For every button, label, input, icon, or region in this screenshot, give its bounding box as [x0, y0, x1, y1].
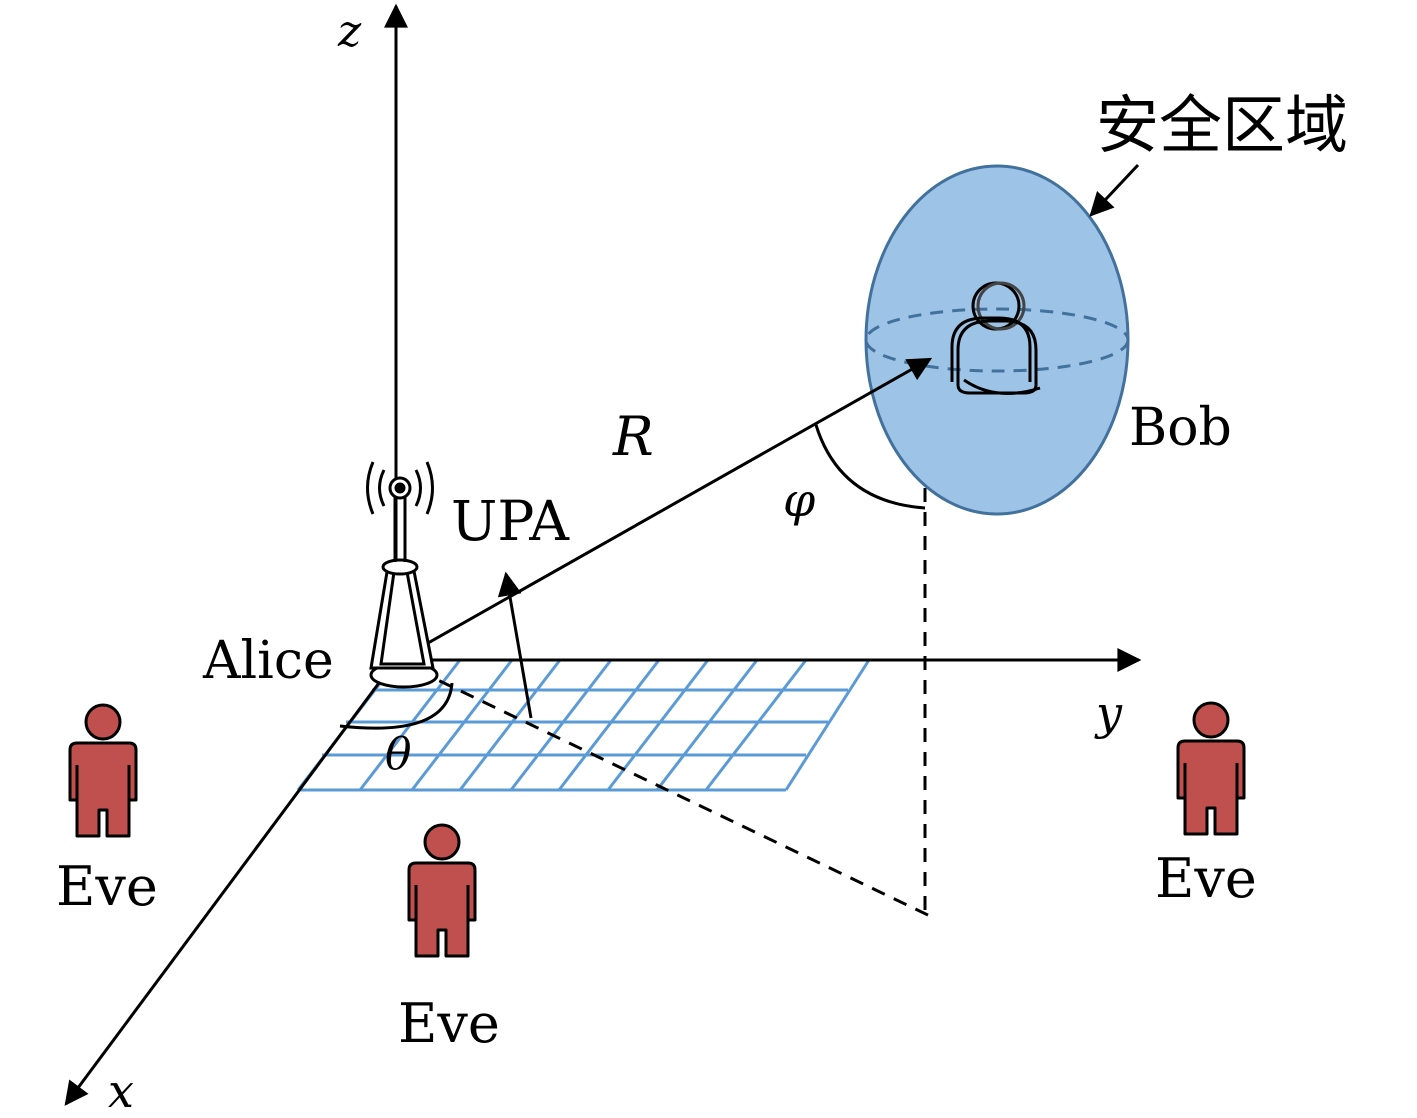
alice-label: Alice	[203, 631, 334, 691]
eve-icon-right	[1176, 701, 1246, 836]
ground-projection-line	[395, 658, 931, 918]
x-axis-label: x	[108, 1064, 134, 1118]
upa-label: UPA	[451, 489, 570, 553]
elevation-angle-arc	[814, 424, 926, 510]
elevation-angle-label: φ	[783, 473, 816, 527]
eve-label-center: Eve	[398, 992, 500, 1055]
upa-normal-arrow	[497, 571, 533, 719]
range-vector	[397, 357, 933, 662]
bob-label: Bob	[1129, 398, 1232, 458]
eve-icon-left	[68, 703, 138, 838]
range-label: R	[613, 405, 654, 468]
z-axis-label: z	[338, 6, 362, 57]
azimuth-angle-label: θ	[385, 729, 412, 780]
eve-icon-center	[407, 823, 477, 958]
secure-region-label: 安全区域	[1096, 89, 1348, 162]
x-axis	[64, 659, 398, 1106]
antenna-tower-icon	[366, 461, 439, 689]
eve-label-left: Eve	[56, 855, 158, 918]
y-axis-label: y	[1096, 686, 1122, 740]
azimuth-angle-arc	[339, 682, 454, 730]
secure-region-pointer-arrow	[1089, 163, 1140, 217]
user-silhouette-icon	[950, 281, 1041, 395]
secure-region	[864, 164, 1130, 516]
eve-label-right: Eve	[1155, 847, 1257, 910]
